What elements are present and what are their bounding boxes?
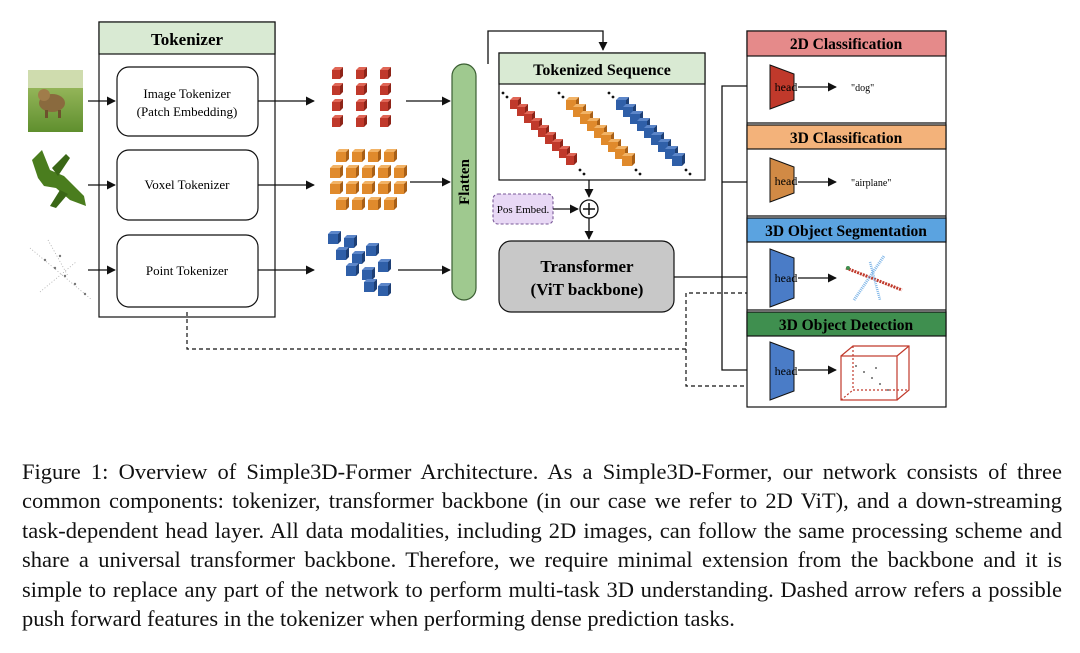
segmented-point-cloud (845, 255, 903, 301)
pos-embed-box: Pos Embed. (492, 193, 554, 225)
task-2d-classification: 2D Classification head "dog" (746, 30, 947, 110)
bounding-box-3d (840, 345, 910, 401)
image-tokenizer-label: Image Tokenizer (143, 86, 231, 101)
point-tokenizer-box: Point Tokenizer (116, 234, 259, 308)
task-3d-segmentation: 3D Object Segmentation head (746, 217, 947, 308)
head-label-3d-cls: head (775, 174, 798, 188)
head-label-3d-det: head (775, 364, 798, 378)
output-airplane-label: "airplane" (851, 178, 891, 189)
flatten-block: Flatten (451, 63, 477, 301)
head-3d-segmentation (769, 248, 795, 308)
pos-embed-label: Pos Embed. (497, 204, 550, 216)
tokenized-sequence-title: Tokenized Sequence (533, 62, 671, 79)
head-3d-detection (769, 341, 795, 401)
dashed-skip-arrows (186, 288, 767, 391)
tokenized-sequence-panel: Tokenized Sequence (498, 52, 706, 181)
voxel-airplane-thumbnail (32, 150, 86, 208)
task-3d-segmentation-title: 3D Object Segmentation (765, 223, 927, 240)
image-tokenizer-box: Image Tokenizer (Patch Embedding) (116, 66, 259, 137)
voxel-tokenizer-box: Voxel Tokenizer (116, 149, 259, 221)
output-dog-label: "dog" (851, 83, 874, 94)
sequence-ellipsis-dots (501, 91, 692, 176)
task-3d-classification-title: 3D Classification (790, 130, 903, 147)
voxel-tokenizer-label: Voxel Tokenizer (145, 177, 231, 192)
point-tokens (328, 231, 391, 296)
add-operator (579, 199, 599, 219)
point-cloud-airplane-thumbnail (29, 239, 93, 301)
task-3d-classification: 3D Classification head "airplane" (746, 124, 947, 203)
dog-image-thumbnail (28, 70, 83, 132)
task-2d-classification-title: 2D Classification (790, 36, 903, 53)
head-label-3d-seg: head (775, 271, 798, 285)
flatten-to-sequence-arrow (487, 30, 608, 64)
transformer-sublabel: (ViT backbone) (531, 280, 644, 299)
point-tokenizer-label: Point Tokenizer (146, 263, 229, 278)
voxel-tokens (330, 149, 407, 210)
image-tokens (332, 67, 391, 127)
transformer-label: Transformer (540, 257, 634, 276)
figure-caption: Figure 1: Overview of Simple3D-Former Ar… (22, 458, 1062, 632)
detected-airplane-points (855, 365, 889, 391)
task-3d-detection-title: 3D Object Detection (779, 317, 914, 334)
transformer-block: Transformer (ViT backbone) (498, 240, 675, 313)
architecture-diagram: Tokenizer Image Tokenizer (Patch Embeddi… (28, 21, 947, 408)
head-3d-classification (769, 157, 795, 203)
image-tokenizer-sublabel: (Patch Embedding) (137, 104, 238, 119)
head-label-2d: head (775, 80, 798, 94)
task-3d-detection: 3D Object Detection head (746, 311, 947, 401)
tokenizer-title: Tokenizer (151, 30, 224, 49)
flatten-label: Flatten (457, 158, 473, 204)
head-2d-classification (769, 64, 795, 110)
